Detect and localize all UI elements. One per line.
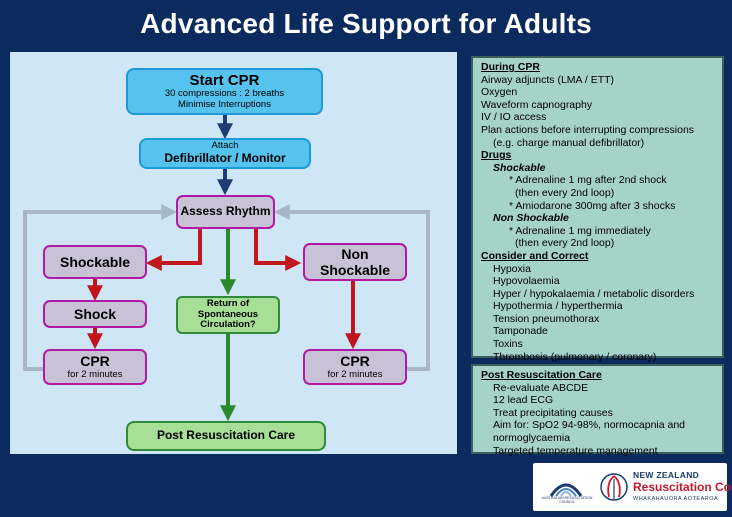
cpr-left-sub: for 2 minutes <box>67 368 123 380</box>
drug-item: * Adrenaline 1 mg after 2nd shock <box>509 174 667 187</box>
arc-logo-icon <box>549 483 583 497</box>
flowchart-panel: Start CPR 30 compressions : 2 breaths Mi… <box>10 52 457 454</box>
shock-box: Shock <box>43 300 147 328</box>
drugs-shockable-heading: Shockable <box>493 161 546 174</box>
start-cpr-line2: Minimise Interruptions <box>178 99 271 111</box>
shockable-label: Shockable <box>59 253 131 270</box>
post-resuscitation-panel: Post Resuscitation Care Re-evaluate ABCD… <box>471 364 724 457</box>
nzrc-emblem-icon <box>600 473 628 501</box>
consider-item: Tension pneumothorax <box>493 312 600 325</box>
non-shockable-line1: Non <box>341 245 369 262</box>
consider-item: Hyper / hypokalaemia / metabolic disorde… <box>493 287 695 300</box>
consider-heading: Consider and Correct <box>481 249 589 262</box>
post-panel-item: 12 lead ECG <box>493 394 554 407</box>
nzrc-line3: WHAKAHAUORA AOTEAROA <box>633 496 719 502</box>
drug-item: * Amiodarone 300mg after 3 shocks <box>509 199 676 212</box>
consider-item: Hypothermia / hyperthermia <box>493 300 623 313</box>
post-panel-item: normoglycaemia <box>493 431 571 444</box>
attach-line2: Defibrillator / Monitor <box>164 151 286 166</box>
arrow-assess-to-nonshockable <box>254 229 302 271</box>
drug-item: (then every 2nd loop) <box>515 186 615 199</box>
start-cpr-box: Start CPR 30 compressions : 2 breaths Mi… <box>126 68 323 115</box>
non-shockable-box: Non Shockable <box>303 243 407 281</box>
during-cpr-item: Waveform capnography <box>481 98 593 111</box>
attach-defibrillator-box: Attach Defibrillator / Monitor <box>139 138 311 169</box>
post-resuscitation-box: Post Resuscitation Care <box>126 421 326 451</box>
post-panel-item: Targeted temperature management <box>493 444 658 457</box>
during-cpr-item: Plan actions before interrupting compres… <box>481 123 695 136</box>
non-shockable-line2: Shockable <box>319 262 391 278</box>
cpr-right-box: CPR for 2 minutes <box>303 349 407 385</box>
council-logos: AUSTRALIAN RESUSCITATION COUNCIL NEW ZEA… <box>533 463 732 511</box>
during-cpr-item: Airway adjuncts (LMA / ETT) <box>481 73 615 86</box>
cpr-right-sub: for 2 minutes <box>327 368 383 380</box>
post-panel-item: Treat precipitating causes <box>493 406 613 419</box>
rosc-line2: Spontaneous <box>197 308 259 320</box>
consider-item: Tamponade <box>493 325 548 338</box>
nzrc-line2: Resuscitation Council <box>633 480 732 494</box>
post-panel-heading: Post Resuscitation Care <box>481 369 602 381</box>
rosc-decision-box: Return of Spontaneous Circulation? <box>176 296 280 334</box>
arrow-assess-to-shockable <box>145 229 202 271</box>
cpr-left-title: CPR <box>80 353 110 370</box>
shock-label: Shock <box>73 305 116 322</box>
attach-line1: Attach <box>211 140 239 152</box>
during-cpr-panel: During CPR Airway adjuncts (LMA / ETT) O… <box>471 56 724 363</box>
arc-logo-text: AUSTRALIAN RESUSCITATION COUNCIL <box>541 496 593 504</box>
cpr-left-box: CPR for 2 minutes <box>43 349 147 385</box>
assess-rhythm-box: Assess Rhythm <box>176 195 275 229</box>
flow-connectors <box>23 115 430 422</box>
consider-item: Thrombosis (pulmonary / coronary) <box>493 350 657 363</box>
during-cpr-heading: During CPR <box>481 61 540 73</box>
drugs-non-shockable-heading: Non Shockable <box>493 212 569 225</box>
post-resuscitation-label: Post Resuscitation Care <box>156 428 296 443</box>
start-cpr-line1: 30 compressions : 2 breaths <box>164 88 285 100</box>
loop-left-line <box>23 204 178 371</box>
drug-item: (then every 2nd loop) <box>515 237 615 250</box>
during-cpr-item: (e.g. charge manual defibrillator) <box>493 136 645 149</box>
drugs-heading: Drugs <box>481 149 512 162</box>
assess-rhythm-label: Assess Rhythm <box>180 204 271 219</box>
consider-item: Toxins <box>493 338 523 351</box>
start-cpr-title: Start CPR <box>189 71 260 89</box>
page-title: Advanced Life Support for Adults <box>140 8 592 39</box>
post-panel-item: Re-evaluate ABCDE <box>493 381 589 394</box>
rosc-line3: Circulation? <box>200 319 256 331</box>
drug-item: * Adrenaline 1 mg immediately <box>509 224 651 237</box>
shockable-box: Shockable <box>43 245 147 279</box>
rosc-line1: Return of <box>206 297 250 309</box>
during-cpr-item: Oxygen <box>481 86 518 99</box>
during-cpr-item: IV / IO access <box>481 111 547 124</box>
post-panel-item: Aim for: SpO2 94-98%, normocapnia and <box>493 419 686 432</box>
cpr-right-title: CPR <box>340 353 370 370</box>
consider-item: Hypoxia <box>493 262 531 275</box>
loop-right-line <box>273 204 430 371</box>
consider-item: Hypovolaemia <box>493 275 560 288</box>
nzrc-line1: NEW ZEALAND <box>633 470 700 480</box>
